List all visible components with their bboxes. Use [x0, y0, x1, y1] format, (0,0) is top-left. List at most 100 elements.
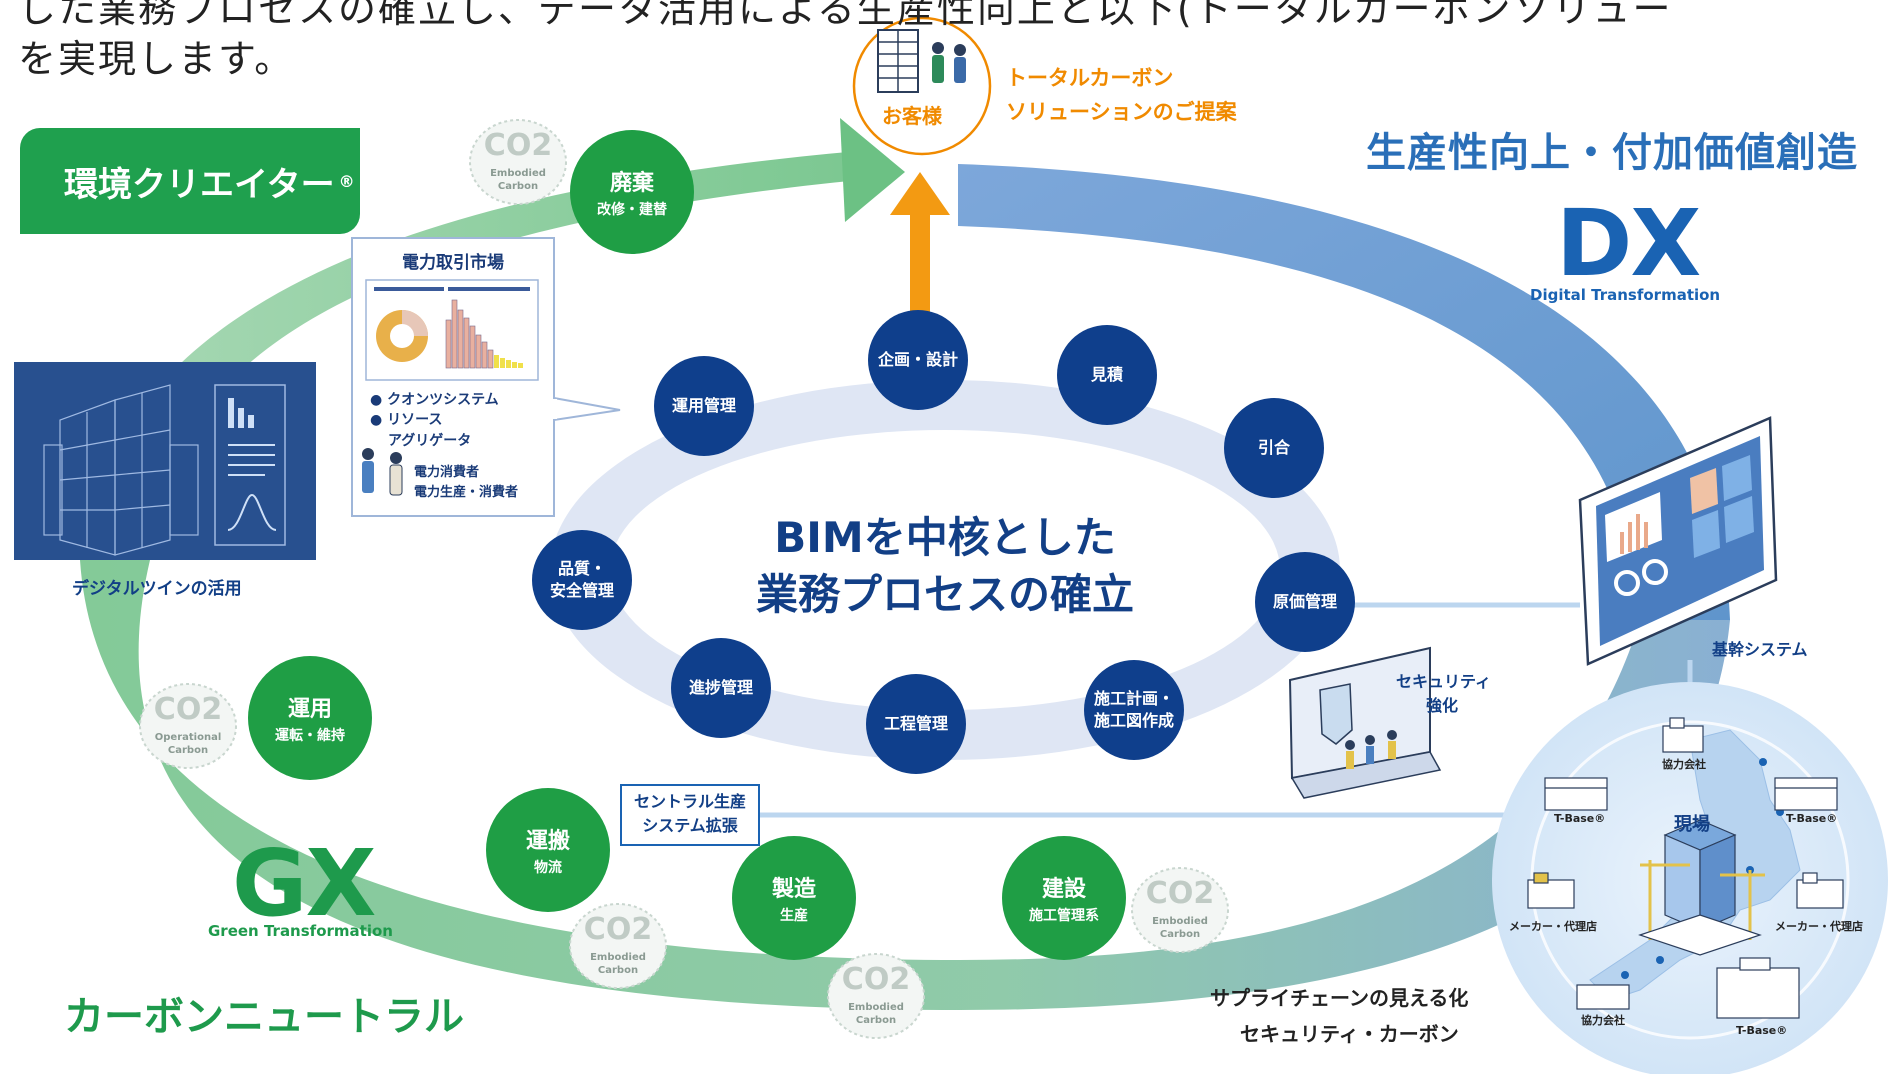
node-progress-management: 進捗管理 [671, 638, 771, 738]
node-estimate: 見積 [1057, 325, 1157, 425]
node-label: 安全管理 [549, 581, 614, 600]
market-panel-frame [351, 237, 621, 517]
co2-sub-label: Embodied [1152, 916, 1208, 927]
maker-right-label: メーカー・代理店 [1775, 920, 1863, 933]
node-label: 施工図作成 [1093, 711, 1174, 730]
digital-twin-panel [14, 362, 316, 560]
maker-left-icon [1527, 872, 1575, 909]
partner-top-label: 協力会社 [1662, 758, 1706, 771]
gx-arc-arrowhead [840, 118, 905, 222]
co2-cloud-icon [469, 119, 567, 205]
tbase-right-icon [1774, 777, 1838, 811]
partner-bottom-icon [1576, 984, 1630, 1010]
brand-tag: 環境クリエイター® [20, 128, 360, 234]
stage-main-label: 運用 [287, 697, 332, 722]
market-bullet-text: クオンツシステム [387, 392, 499, 408]
central-production-box: セントラル生産 システム拡張 [620, 784, 760, 846]
center-title: BIMを中核とした 業務プロセスの確立 [745, 510, 1145, 623]
proposal-line-2: ソリューションのご提案 [1006, 100, 1237, 124]
co2-cloud-construction: CO2 Embodied Carbon [1128, 858, 1232, 958]
market-bullet-text: リソース [387, 412, 443, 429]
customer-building-icon [877, 29, 919, 93]
tbase-right-label: T-Base® [1786, 812, 1838, 825]
market-bullet-3: アグリゲータ [370, 431, 499, 451]
node-label: 工程管理 [883, 713, 948, 733]
market-bullet-1: ● クオンツシステム [370, 392, 499, 408]
security-label-1: セキュリティ [1396, 672, 1492, 691]
tbase-bottom-label: T-Base® [1736, 1024, 1788, 1037]
co2-sub-label: Carbon [497, 181, 539, 192]
supply-chain-line-1: サプライチェーンの見える化 [1210, 986, 1469, 1010]
co2-label: CO2 [483, 128, 553, 163]
co2-sub-label: Embodied [490, 168, 546, 179]
tablet-icon [1578, 416, 1778, 666]
stage-disposal: 廃棄 改修・建替 [570, 130, 694, 254]
node-cost-management: 原価管理 [1255, 552, 1355, 652]
node-construction-planning: 施工計画・ 施工図作成 [1084, 660, 1184, 760]
customer-people-icon [932, 42, 966, 83]
stage-main-label: 建設 [1041, 877, 1086, 902]
carbon-neutral-label: カーボンニュートラル [64, 994, 464, 1040]
digital-twin-label: デジタルツインの活用 [72, 579, 242, 599]
dx-heading: 生産性向上・付加価値創造 [1366, 130, 1858, 176]
co2-cloud-operation: CO2 Operational Carbon [136, 674, 240, 774]
market-bullet-text: アグリゲータ [388, 432, 472, 449]
gx-arc-top [80, 150, 880, 560]
central-production-line-1: セントラル生産 [633, 792, 746, 811]
tbase-bottom-icon [1716, 957, 1800, 1019]
brand-registered-mark: ® [338, 171, 355, 191]
market-people-line-2: 電力生産・消費者 [414, 485, 519, 500]
customer-circle [852, 16, 992, 156]
market-people-icon [362, 448, 403, 496]
co2-cloud-icon [1131, 867, 1229, 953]
co2-label: CO2 [1145, 876, 1215, 911]
center-title-line-2: 業務プロセスの確立 [755, 569, 1134, 619]
node-label: 運用管理 [671, 395, 736, 415]
central-production-line-2: システム拡張 [642, 816, 738, 835]
maker-left-label: メーカー・代理店 [1509, 920, 1597, 933]
market-panel-title: 電力取引市場 [402, 253, 504, 273]
brand-label: 環境クリエイター [64, 164, 335, 205]
stage-main-label: 製造 [771, 877, 816, 902]
gx-sub-label: Green Transformation [208, 922, 393, 940]
partner-top-icon [1662, 717, 1704, 753]
intro-line-2: を実現します。 [18, 37, 295, 81]
market-bullet-list: ● クオンツシステム ● リソース アグリゲータ [370, 390, 499, 451]
co2-label: CO2 [153, 692, 223, 727]
stage-manufacturing: 製造 生産 [732, 836, 856, 960]
bim-loop-inner [610, 430, 1280, 710]
site-label: 現場 [1674, 814, 1710, 835]
gx-big-label: GX [232, 830, 376, 937]
dx-sub-label: Digital Transformation [1530, 286, 1721, 304]
co2-cloud-manufacturing: CO2 Embodied Carbon [824, 944, 928, 1044]
node-process-management: 工程管理 [866, 674, 966, 774]
node-label: 品質・ [557, 558, 606, 578]
node-inquiry: 引合 [1224, 398, 1324, 498]
intro-line-1: した業務プロセスの確立し、データ活用による生産性向上と以下(トータルカーボンソリ… [18, 0, 1673, 31]
stage-sub-label: 改修・建替 [597, 202, 667, 218]
co2-sub-label: Embodied [848, 1002, 904, 1013]
node-operation-management: 運用管理 [654, 356, 754, 456]
maker-right-icon [1796, 872, 1844, 909]
co2-sub-label: Carbon [597, 965, 639, 976]
node-label: 原価管理 [1272, 591, 1337, 611]
tbase-left-label: T-Base® [1554, 812, 1606, 825]
site-building-icon [1638, 819, 1765, 956]
dx-big-label: DX [1556, 190, 1701, 297]
stage-sub-label: 生産 [780, 908, 808, 924]
co2-cloud-icon [827, 953, 925, 1039]
stage-sub-label: 物流 [534, 860, 562, 876]
co2-label: CO2 [841, 962, 911, 997]
co2-cloud-transport: CO2 Embodied Carbon [566, 894, 670, 994]
stage-main-label: 廃棄 [609, 171, 654, 196]
security-label-2: 強化 [1426, 696, 1459, 715]
tbase-left-icon [1544, 777, 1608, 811]
stage-operation: 運用 運転・維持 [248, 656, 372, 780]
co2-cloud-icon [569, 903, 667, 989]
node-label: 企画・設計 [877, 349, 958, 369]
co2-sub-label: Carbon [1159, 929, 1201, 940]
co2-cloud-icon [139, 683, 237, 769]
orange-arrow-head [890, 172, 950, 215]
stage-transport: 運搬 物流 [486, 788, 610, 912]
orange-arrow-shaft [910, 212, 930, 320]
